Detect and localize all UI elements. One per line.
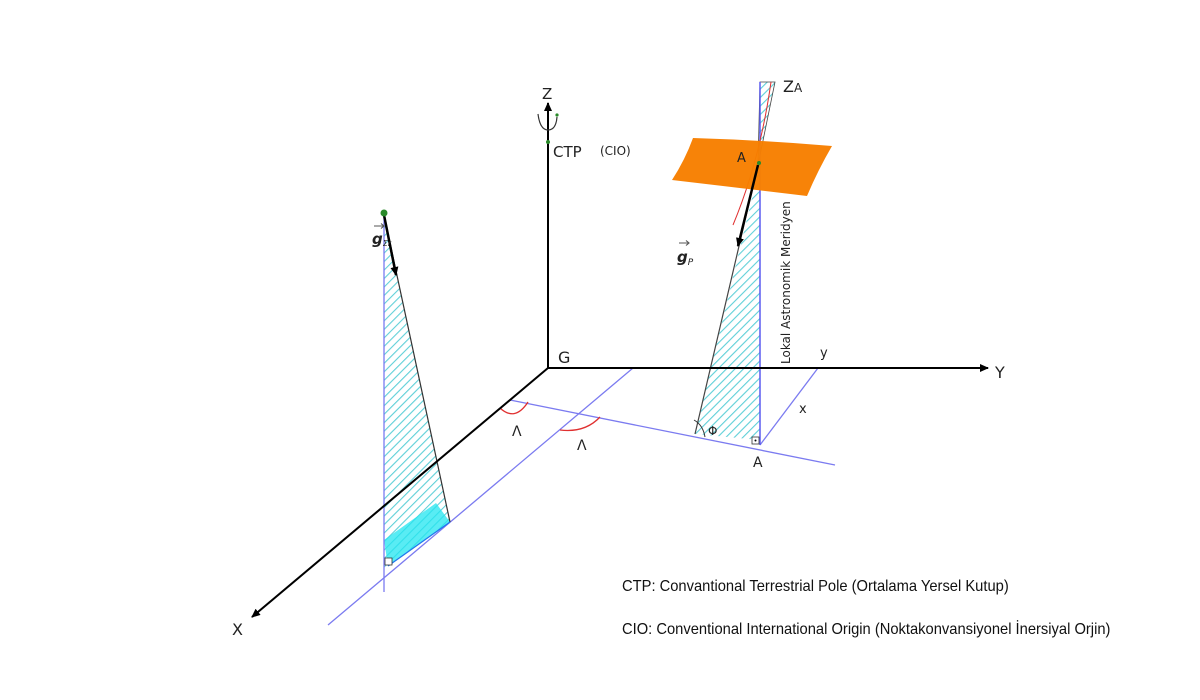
meridian-label: Lokal Astronomik Meridyen — [779, 201, 793, 364]
lambda-label-1: Λ — [512, 424, 522, 440]
legend-ctp: CTP: Convantional Terrestrial Pole (Orta… — [622, 578, 1009, 595]
gp-label: gP — [677, 248, 694, 268]
meridian-projection-line — [509, 399, 836, 466]
origin-label: G — [558, 348, 570, 367]
ctp-point — [546, 140, 550, 144]
point-a-top-label: A — [737, 151, 746, 166]
level-surface — [672, 138, 832, 196]
small-y-label: y — [820, 346, 828, 361]
phi-arc — [693, 419, 706, 438]
ctp-label: CTP — [553, 143, 582, 161]
parallel-line — [327, 367, 634, 626]
point-icon — [380, 209, 388, 217]
left-deflection-wedge — [384, 215, 450, 568]
g-left-label: gΣr — [372, 230, 392, 248]
x-axis-label: X — [232, 620, 243, 639]
lambda-arc-1 — [499, 401, 529, 415]
za-label: ZA — [783, 77, 803, 96]
lambda-label-2: Λ — [577, 438, 587, 454]
x-offset-line — [759, 367, 819, 446]
y-axis-label: Y — [994, 363, 1005, 382]
legend-cio: CIO: Conventional International Origin (… — [622, 621, 1111, 638]
right-deflection-wedge — [695, 165, 760, 440]
lambda-arc-2 — [559, 416, 601, 432]
left-wedge-highlight — [384, 503, 450, 566]
rotation-icon — [537, 113, 558, 131]
point-a-dot — [757, 161, 761, 165]
phi-label: Φ — [708, 424, 717, 438]
gravity-vector-left — [382, 214, 399, 276]
x-axis — [251, 367, 549, 618]
cio-label: (CIO) — [600, 144, 631, 158]
vector-arrow-icon — [374, 223, 385, 229]
small-x-label: x — [799, 402, 807, 417]
right-angle-marker — [384, 557, 393, 566]
left-wedge-base — [387, 521, 451, 567]
vector-arrow-icon — [679, 240, 690, 246]
gravity-vector-p — [736, 164, 760, 247]
point-a-bottom-label: A — [753, 455, 763, 471]
z-axis-label: Z — [542, 85, 552, 103]
